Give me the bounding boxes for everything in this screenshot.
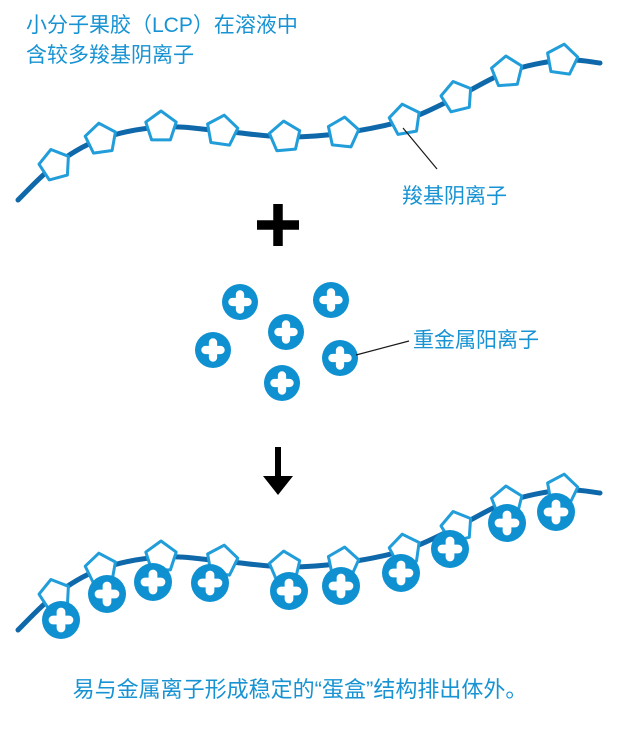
bound-cation-plus-icon [543, 499, 569, 525]
title-line-1: 小分子果胶（LCP）在溶液中 [26, 14, 298, 37]
carboxyl-anion-label: 羧基阴离子 [402, 185, 507, 208]
cation-pointer-line [355, 340, 410, 356]
pectin-unit-pentagon [326, 115, 361, 149]
page-title: 小分子果胶（LCP）在溶液中 含较多羧基阴离子 [26, 11, 298, 71]
bound-cation-plus-icon [437, 536, 463, 562]
heavy-metal-cation-plus-icon [328, 346, 352, 370]
bound-cation-plus-icon [328, 573, 354, 599]
bound-cation-plus-icon [494, 510, 520, 536]
pectin-unit-pentagon [546, 42, 580, 76]
heavy-metal-cation-plus-icon [274, 320, 298, 344]
heavy-metal-cation-plus-icon [201, 338, 225, 362]
pectin-unit-pentagon [267, 119, 302, 153]
bound-cation-plus-icon [197, 570, 223, 596]
pectin-unit-pentagon [83, 121, 117, 155]
bound-cation-plus-icon [276, 578, 302, 604]
heavy-metal-cation-label: 重金属阳离子 [413, 329, 539, 352]
pectin-unit-pentagon [490, 54, 524, 88]
heavy-metal-cation-plus-icon [228, 290, 252, 314]
down-arrow-icon [263, 476, 293, 495]
plus-operator-icon [257, 204, 299, 246]
bound-cation-plus-icon [388, 560, 414, 586]
down-arrow-stem [275, 447, 281, 477]
pectin-unit-pentagon [37, 148, 70, 182]
pectin-unit-pentagon [144, 109, 178, 142]
heavy-metal-cation-plus-icon [319, 288, 343, 312]
pectin-unit-pentagon [206, 113, 240, 147]
carboxyl-pointer-line [402, 127, 438, 170]
bound-cation-plus-icon [140, 569, 166, 595]
caption-text: 易与金属离子形成稳定的“蛋盒”结构排出体外。 [72, 677, 528, 702]
bound-cation-plus-icon [94, 581, 120, 607]
pectin-unit-pentagon [439, 80, 473, 114]
bound-cation-plus-icon [48, 607, 74, 633]
heavy-metal-cation-plus-icon [270, 371, 294, 395]
title-line-2: 含较多羧基阴离子 [26, 44, 194, 67]
